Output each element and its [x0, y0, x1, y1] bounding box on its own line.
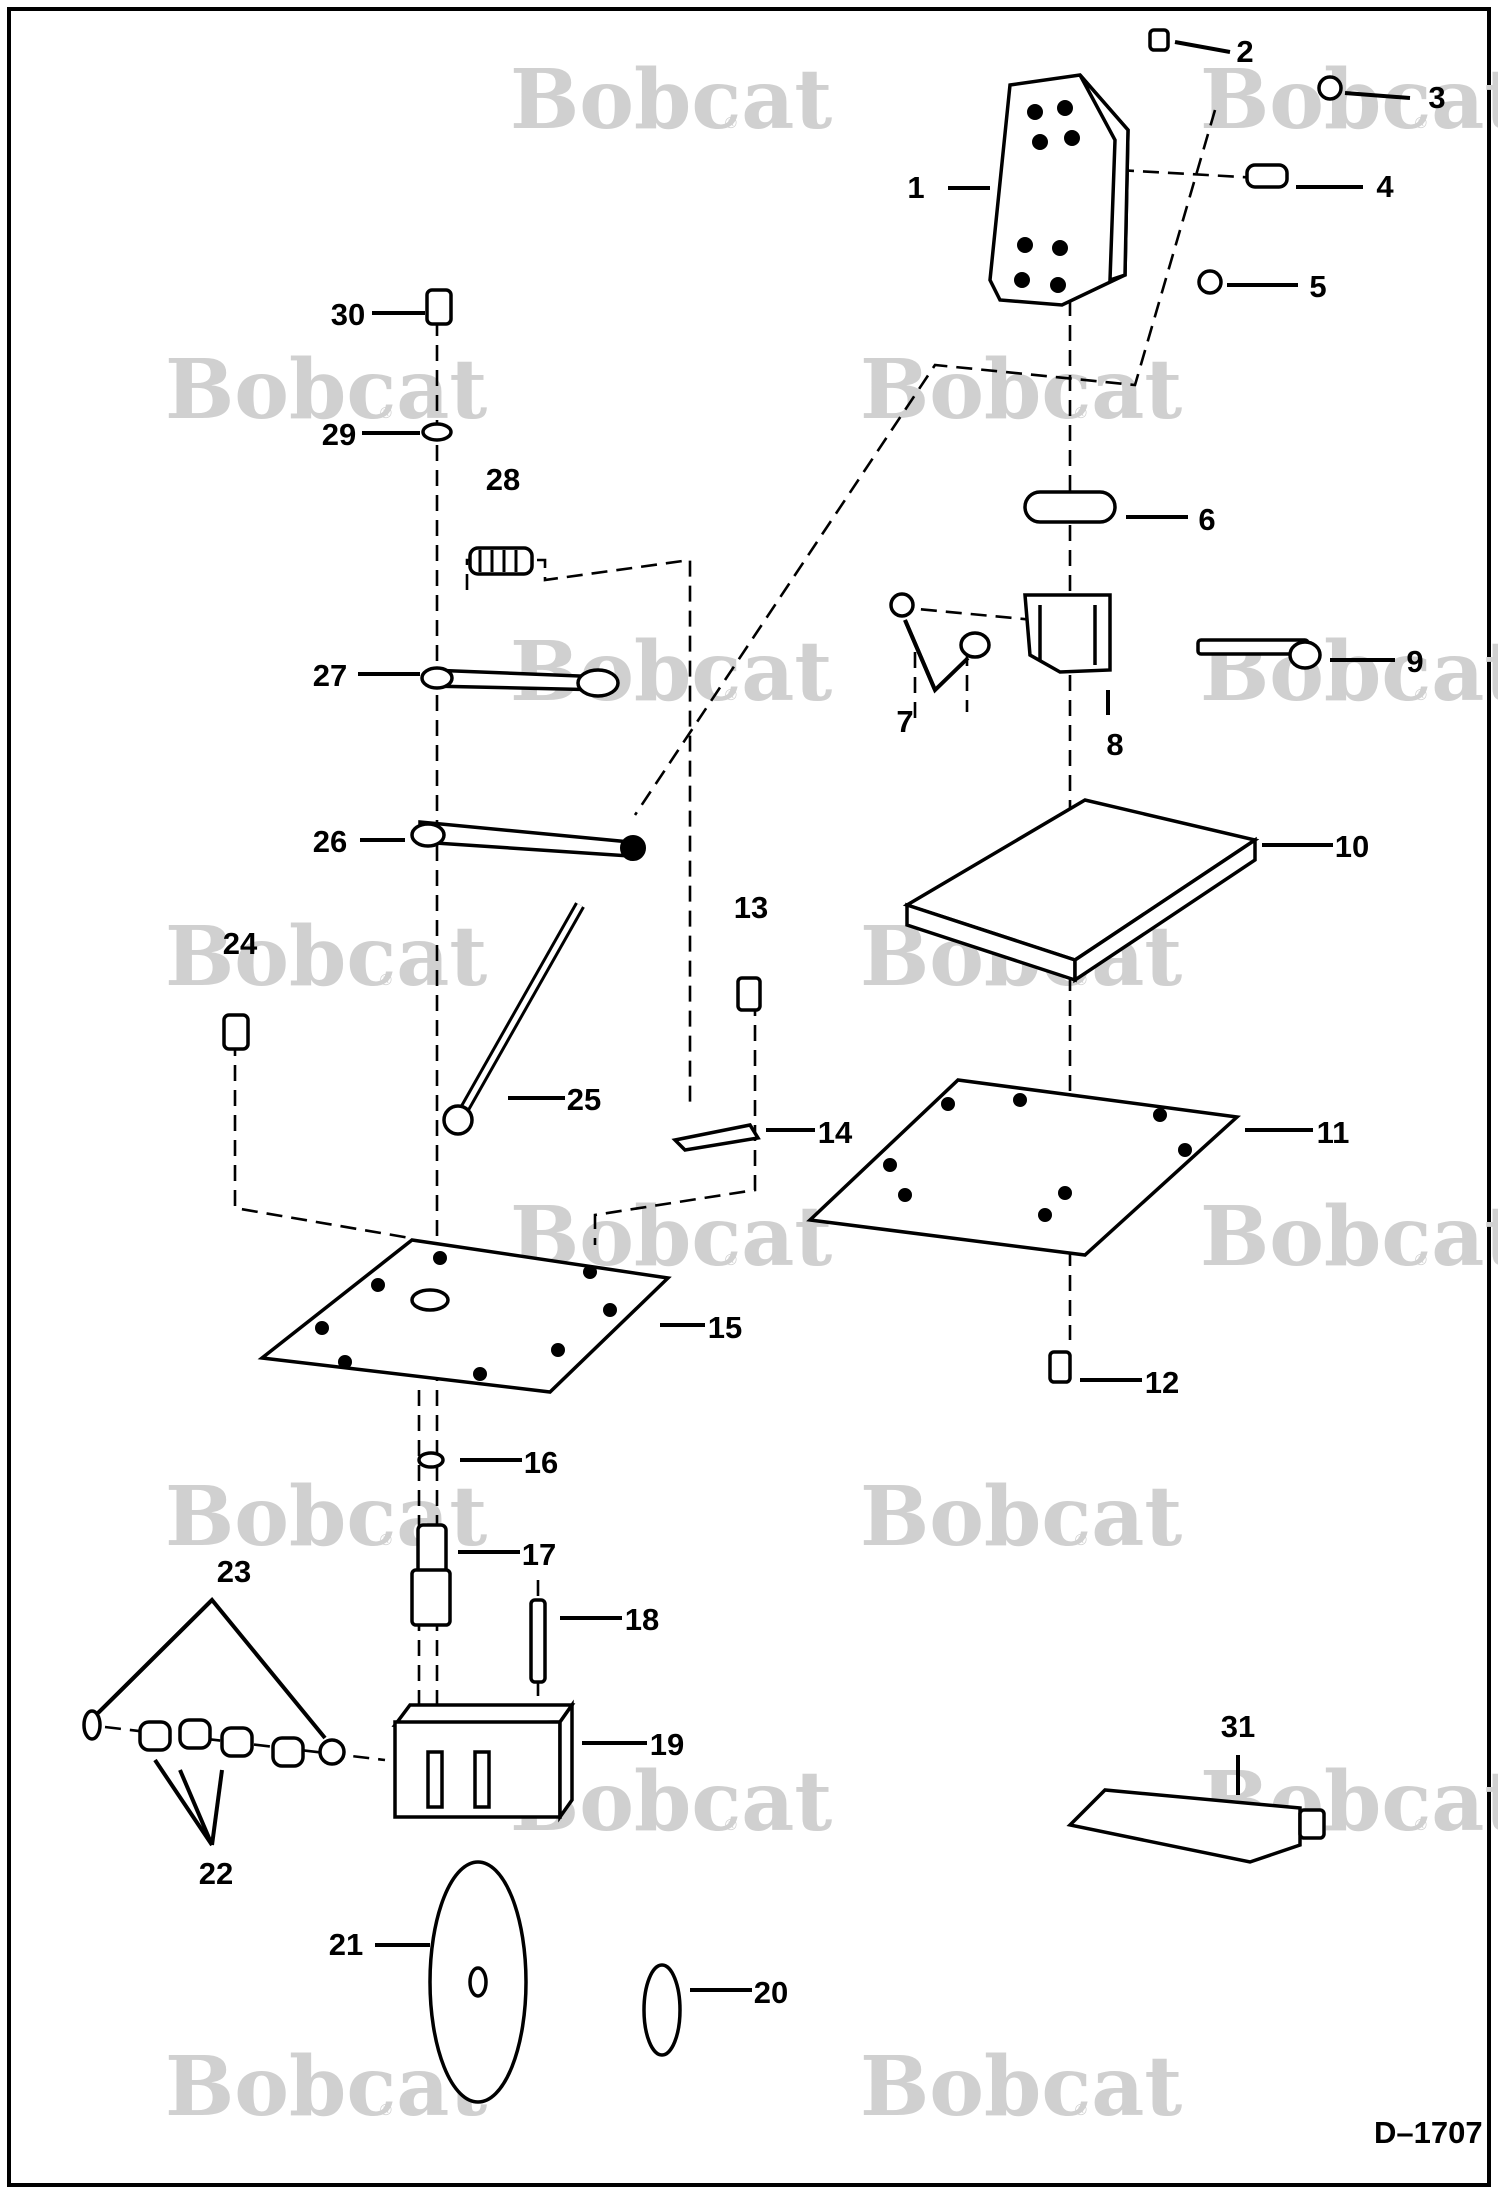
watermark-mark: ® [1415, 115, 1427, 132]
watermark-text: Bobcat [1200, 52, 1498, 148]
watermark-text: Bobcat [510, 624, 832, 720]
part-label-6: 6 [1198, 502, 1215, 537]
watermark-mark: ® [725, 687, 737, 704]
leader-line-23 [96, 1597, 327, 1740]
part-label-3: 3 [1428, 80, 1445, 115]
part-label-9: 9 [1406, 644, 1423, 679]
watermark-mark: ® [725, 1817, 737, 1834]
part-30-bolt [425, 288, 453, 326]
part-label-22: 22 [199, 1856, 233, 1891]
part-label-8: 8 [1106, 727, 1123, 762]
part-label-28: 28 [486, 462, 520, 497]
part-21-disc [428, 1860, 528, 2104]
watermark-mark: ® [1075, 1532, 1087, 1549]
leader-line-3 [1344, 91, 1411, 100]
leader-line-2 [1174, 40, 1231, 54]
part-label-1: 1 [907, 170, 924, 205]
part-22-seals [138, 1718, 305, 1768]
part-label-10: 10 [1335, 829, 1369, 864]
component-drawings [82, 28, 1343, 2104]
part-number-labels: 1234567891011121314151617181920212223242… [199, 34, 1446, 2010]
leader-line-22 [210, 1769, 224, 1846]
part-3-nut [1317, 75, 1343, 101]
watermark-text: Bobcat [165, 2039, 487, 2135]
part-6-pin [1023, 490, 1117, 524]
watermark-mark: ® [1415, 687, 1427, 704]
part-8-clevis [1023, 593, 1112, 674]
part-label-5: 5 [1309, 269, 1326, 304]
watermark-mark: ® [1415, 1252, 1427, 1269]
part-15-plate [257, 1238, 672, 1394]
part-11-plate [806, 1078, 1241, 1257]
watermark-text: Bobcat [1200, 1189, 1498, 1285]
watermark-mark: ® [725, 1252, 737, 1269]
leader-line-22 [153, 1758, 214, 1847]
part-18-pin [529, 1598, 547, 1684]
part-label-7: 7 [896, 704, 913, 739]
part-label-20: 20 [754, 1975, 788, 2010]
part-27-lever [420, 666, 620, 698]
part-23-end-caps [82, 1709, 346, 1766]
part-label-25: 25 [567, 1082, 601, 1117]
part-label-19: 19 [650, 1727, 684, 1762]
part-label-21: 21 [329, 1927, 363, 1962]
part-label-27: 27 [313, 658, 347, 693]
part-label-14: 14 [818, 1115, 853, 1150]
part-label-31: 31 [1221, 1709, 1255, 1744]
part-label-23: 23 [217, 1554, 251, 1589]
part-7-nuts [889, 592, 991, 659]
part-31-grease-tube [1066, 1788, 1326, 1864]
part-14-link [671, 1123, 761, 1152]
part-label-30: 30 [331, 297, 365, 332]
watermark-mark: ® [380, 1532, 392, 1549]
part-20-ring [642, 1963, 682, 2057]
part-12-bolt [1048, 1350, 1072, 1384]
part-1-bracket [988, 73, 1130, 307]
part-label-13: 13 [734, 890, 768, 925]
watermark-mark: ® [1075, 405, 1087, 422]
watermark-text: Bobcat [165, 909, 487, 1005]
part-label-26: 26 [313, 824, 347, 859]
watermark-mark: ® [725, 115, 737, 132]
part-26-arm [410, 820, 646, 861]
watermark-text: Bobcat [860, 2039, 1182, 2135]
callout-leader-lines [96, 40, 1411, 1992]
watermark-text: Bobcat [165, 342, 487, 438]
part-label-2: 2 [1236, 34, 1253, 69]
watermark-mark: ® [1415, 1817, 1427, 1834]
watermark-mark: ® [1075, 2102, 1087, 2119]
watermark-mark: ® [380, 972, 392, 989]
part-28-spring [468, 546, 534, 576]
part-17-clevis [410, 1523, 452, 1627]
part-label-17: 17 [522, 1537, 556, 1572]
part-9-bolt [1196, 638, 1322, 670]
watermark-mark: ® [380, 2102, 392, 2119]
part-label-18: 18 [625, 1602, 659, 1637]
part-25-rod [442, 902, 585, 1136]
part-label-16: 16 [524, 1445, 558, 1480]
part-29-washer [421, 422, 453, 442]
part-label-15: 15 [708, 1310, 742, 1345]
part-24-bolt [222, 1013, 250, 1051]
part-label-4: 4 [1376, 169, 1394, 204]
part-5-nut [1197, 269, 1223, 295]
part-label-24: 24 [223, 926, 258, 961]
part-label-11: 11 [1317, 1115, 1350, 1150]
part-2-setscrew [1148, 28, 1170, 52]
part-19-valve-body [391, 1699, 576, 1823]
part-4-ball-joint [1245, 163, 1289, 189]
part-10-pedal-pad [902, 798, 1260, 984]
part-13-bolt [736, 976, 762, 1012]
watermark-text: Bobcat [860, 342, 1182, 438]
watermark-text: Bobcat [860, 1469, 1182, 1565]
watermark-text: Bobcat [510, 52, 832, 148]
leader-line-22 [178, 1769, 214, 1846]
watermark-mark: ® [380, 405, 392, 422]
part-label-29: 29 [322, 417, 356, 452]
part-label-12: 12 [1145, 1365, 1179, 1400]
leader-line-7 [903, 619, 970, 694]
drawing-id: D–1707 [1374, 2115, 1483, 2150]
part-16-washer [417, 1451, 445, 1469]
